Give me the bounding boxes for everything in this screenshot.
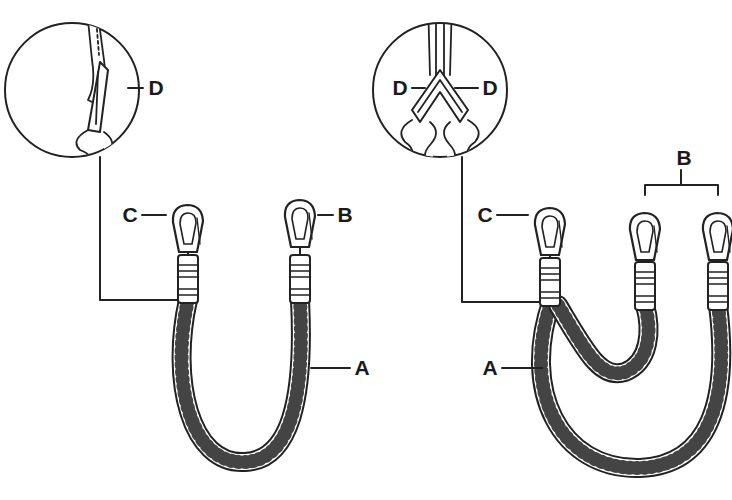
connector-callout: B	[674, 147, 693, 169]
connector-callout: C	[120, 204, 139, 226]
connector-callout: C	[475, 204, 494, 226]
detail-callout: D	[390, 77, 409, 99]
lanyard-callout: A	[352, 357, 371, 379]
lanyard-callout: A	[480, 357, 499, 379]
detail-callout: D	[480, 77, 499, 99]
connector-callout: B	[335, 204, 354, 226]
detail-callout: D	[146, 77, 165, 99]
